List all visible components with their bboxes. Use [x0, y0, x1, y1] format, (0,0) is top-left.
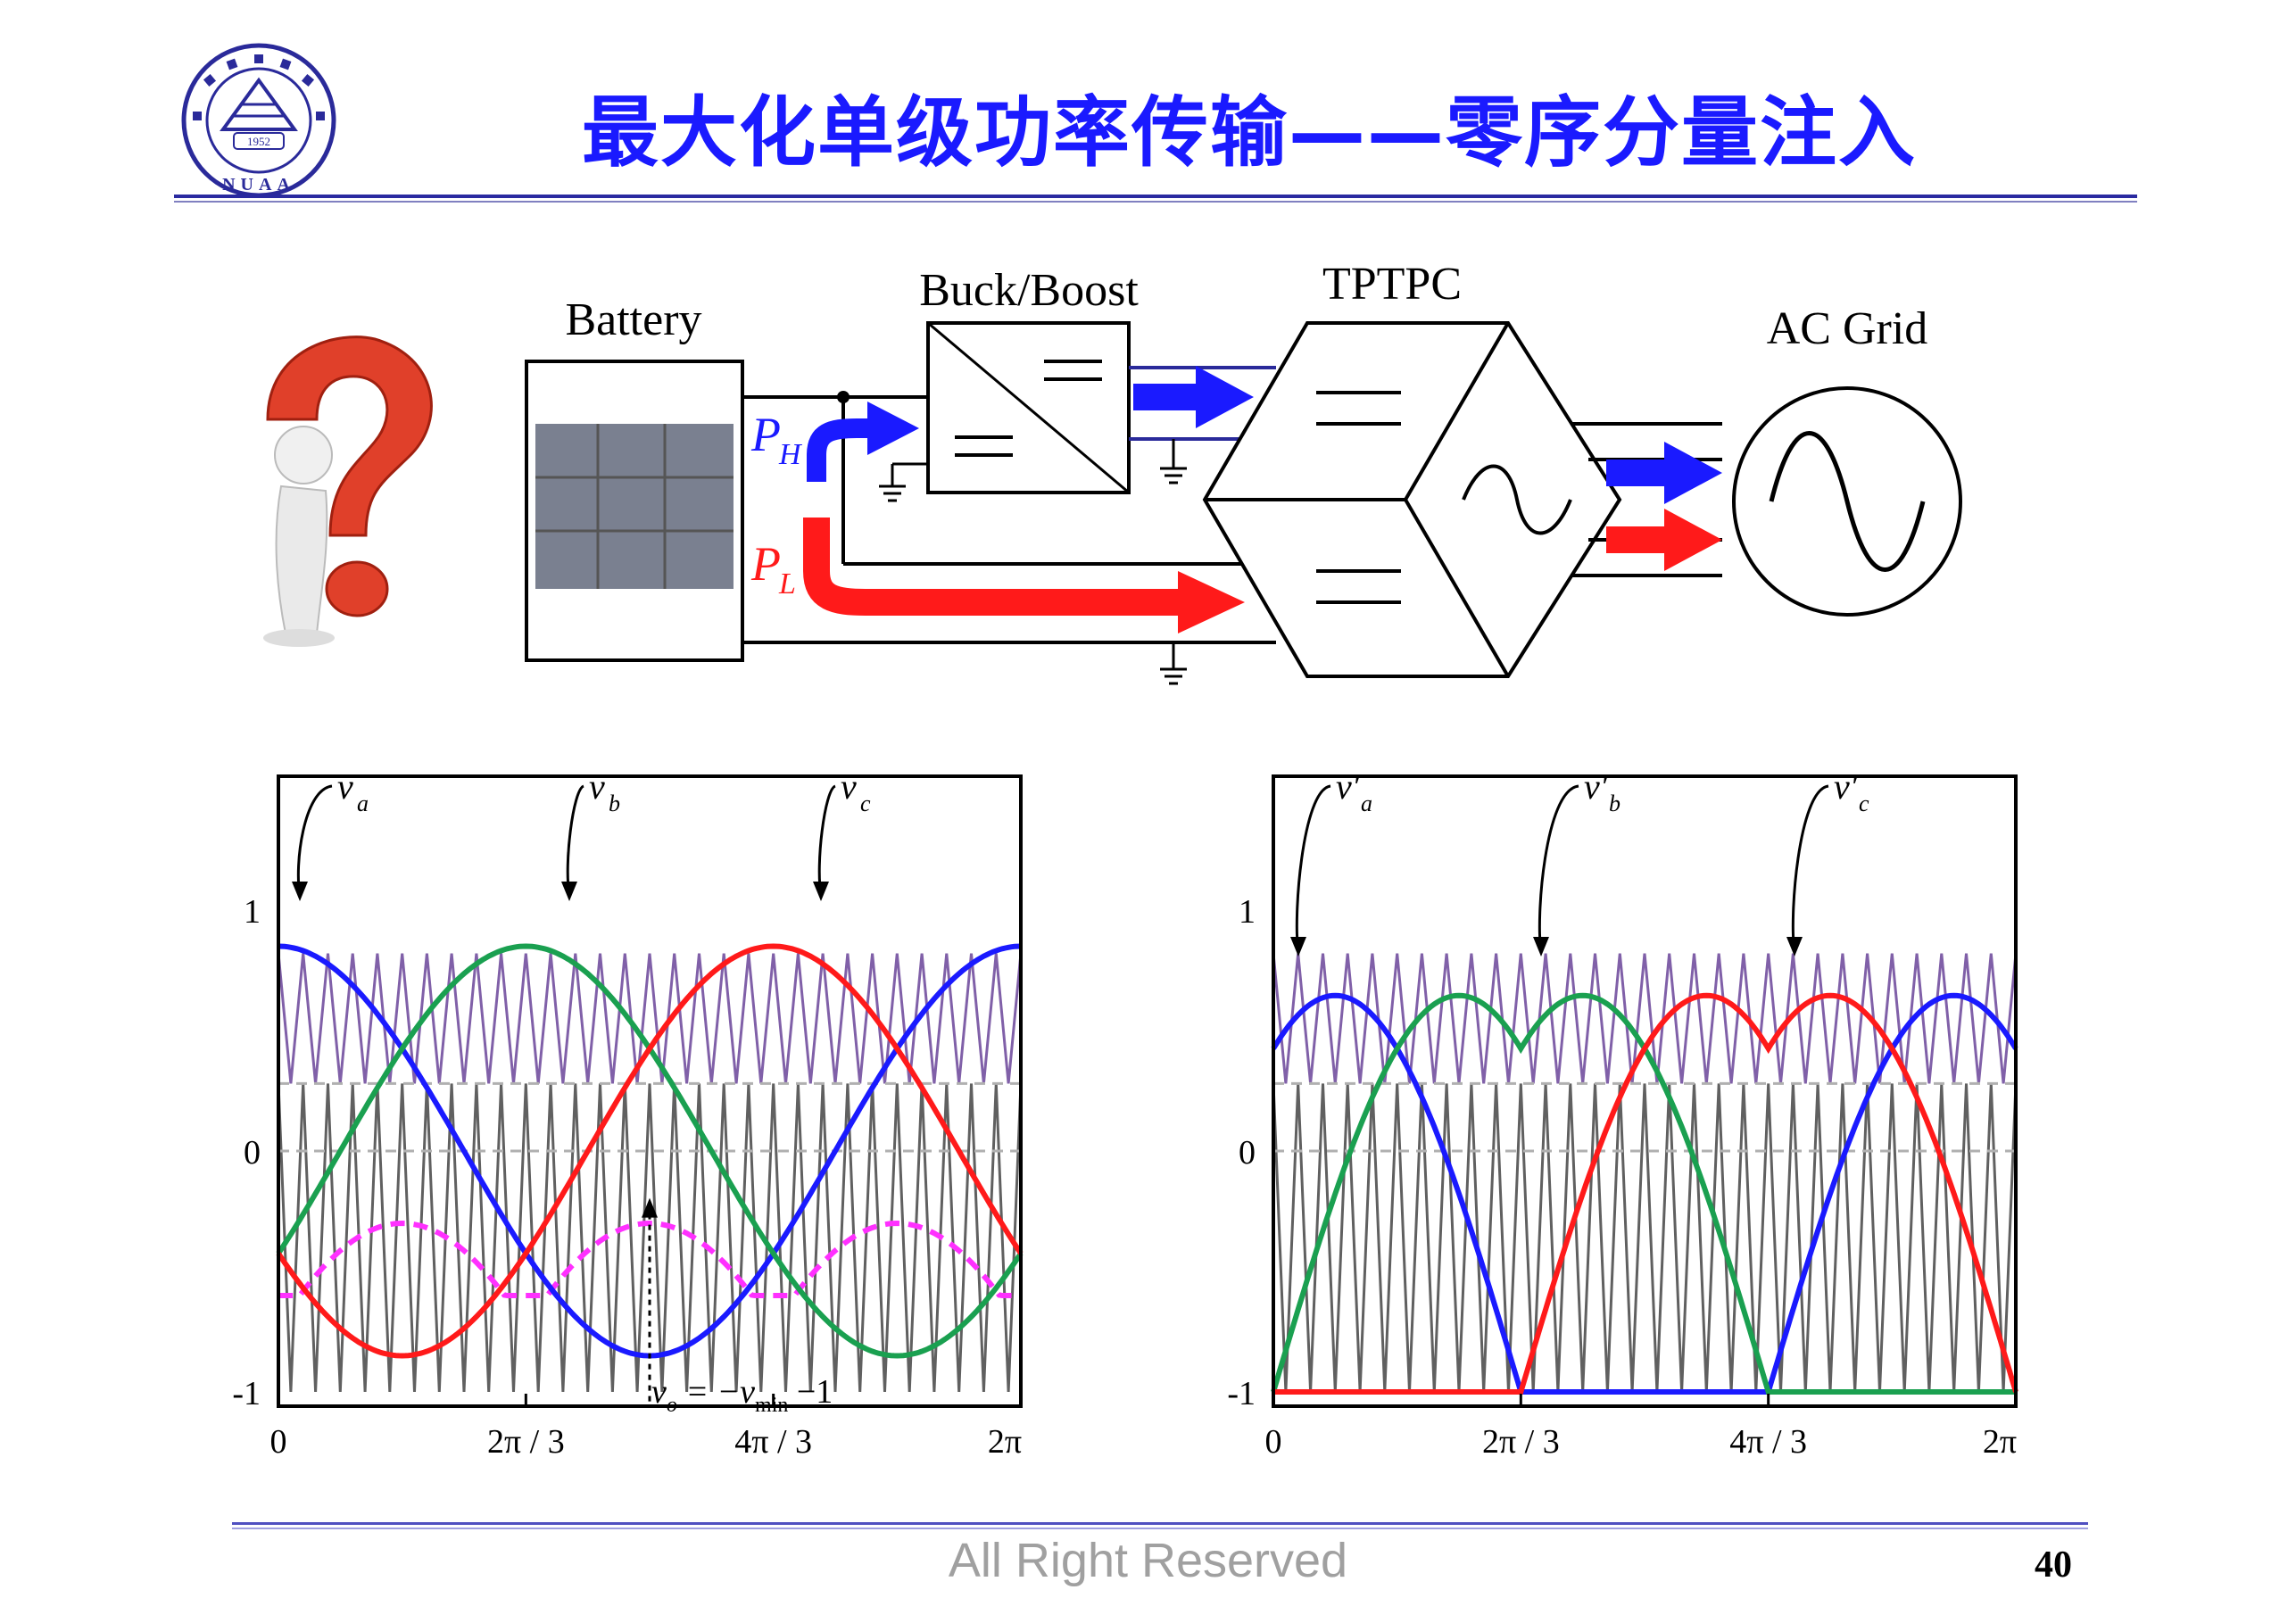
battery-label: Battery: [565, 294, 701, 345]
grid-label: AC Grid: [1767, 303, 1928, 354]
tptpc-label: TPTPC: [1322, 259, 1462, 310]
series-label-sub: a: [357, 791, 369, 816]
plot-frame: [1272, 774, 2018, 1408]
logo-text: NUAA: [222, 175, 295, 195]
y-tick-label: 1: [1239, 893, 1256, 931]
page-number: 40: [2035, 1544, 2072, 1586]
y-tick-label: -1: [232, 1375, 261, 1412]
y-tick-label: -1: [1227, 1375, 1256, 1412]
footer-rule: [232, 1522, 2088, 1525]
label-arrowhead: [292, 882, 308, 901]
carrier-waves: [277, 953, 1023, 1393]
series-label-sub: b: [1609, 791, 1620, 816]
logo-year: 1952: [247, 135, 270, 148]
x-tick-label: 4π / 3: [1729, 1423, 1807, 1461]
label-arrow: [1791, 784, 1829, 950]
label-arrowhead: [1533, 937, 1549, 956]
series-label-sub: b: [609, 791, 620, 816]
x-tick-label: 2π: [1983, 1423, 2017, 1461]
clamped-curve-a: [1271, 992, 2018, 1395]
y-tick-label: 0: [1239, 1134, 1256, 1172]
slide-title: 最大化单级功率传输——零序分量注入: [582, 88, 1917, 178]
series-label: v: [841, 767, 857, 807]
footer-rule-thin: [232, 1528, 2088, 1529]
label-arrowhead: [1786, 937, 1803, 956]
label-arrowhead: [561, 882, 577, 901]
plot-frame: [277, 774, 1023, 1408]
block-diagram: Battery Buck/Boost: [525, 259, 1962, 685]
x-tick-label: 4π / 3: [734, 1423, 812, 1461]
upper-carrier: [277, 953, 1023, 1084]
buckboost-label: Buck/Boost: [919, 265, 1139, 316]
label-arrow: [1295, 784, 1331, 950]
pl-sub: L: [778, 567, 796, 600]
pl-label: P: [750, 537, 781, 591]
series-label: v′: [1584, 767, 1609, 807]
ph-sub: H: [778, 438, 803, 471]
series-label: v′: [1834, 767, 1859, 807]
series-label: v: [589, 767, 605, 807]
series-label-sub: c: [860, 791, 871, 816]
question-figure: [263, 335, 433, 647]
label-arrowhead: [813, 882, 829, 901]
carrier-waves: [1272, 953, 2018, 1393]
label-arrow: [296, 784, 333, 895]
university-logo: 1952 NUAA: [181, 43, 336, 198]
x-tick-label: 2π / 3: [1482, 1423, 1560, 1461]
series-label: v: [337, 767, 353, 807]
series-label: v′: [1336, 767, 1361, 807]
lower-carrier: [1272, 1083, 2018, 1393]
ph-label: P: [750, 408, 781, 461]
lower-carrier: [277, 1083, 1023, 1393]
x-tick-label: 2π: [988, 1423, 1022, 1461]
label-arrowhead: [1290, 937, 1306, 956]
zero-seq-label: vo = −vmin −1: [651, 1373, 833, 1417]
x-tick-label: 2π / 3: [487, 1423, 565, 1461]
label-arrow: [566, 784, 584, 895]
label-arrow: [817, 784, 836, 895]
zero-sequence-curve: [278, 1220, 1021, 1298]
footer-text: All Right Reserved: [948, 1534, 1348, 1587]
clamped-curve-c: [1273, 992, 2018, 1395]
phase-curves: [1271, 992, 2018, 1395]
clamped-curve-b: [1271, 992, 2016, 1395]
x-tick-label: 0: [1265, 1423, 1282, 1461]
upper-carrier: [1272, 953, 2018, 1084]
phase-curve-c: [276, 943, 1024, 1359]
y-tick-label: 0: [244, 1134, 261, 1172]
header-rule: [174, 195, 2137, 198]
series-label-sub: a: [1361, 791, 1372, 816]
label-arrow: [1538, 784, 1579, 950]
header-rule-thin: [174, 201, 2137, 203]
x-tick-label: 0: [270, 1423, 287, 1461]
series-label-sub: c: [1859, 791, 1869, 816]
zero-seq-arrowhead: [642, 1197, 658, 1218]
y-tick-label: 1: [244, 893, 261, 931]
battery-image: [535, 424, 734, 589]
